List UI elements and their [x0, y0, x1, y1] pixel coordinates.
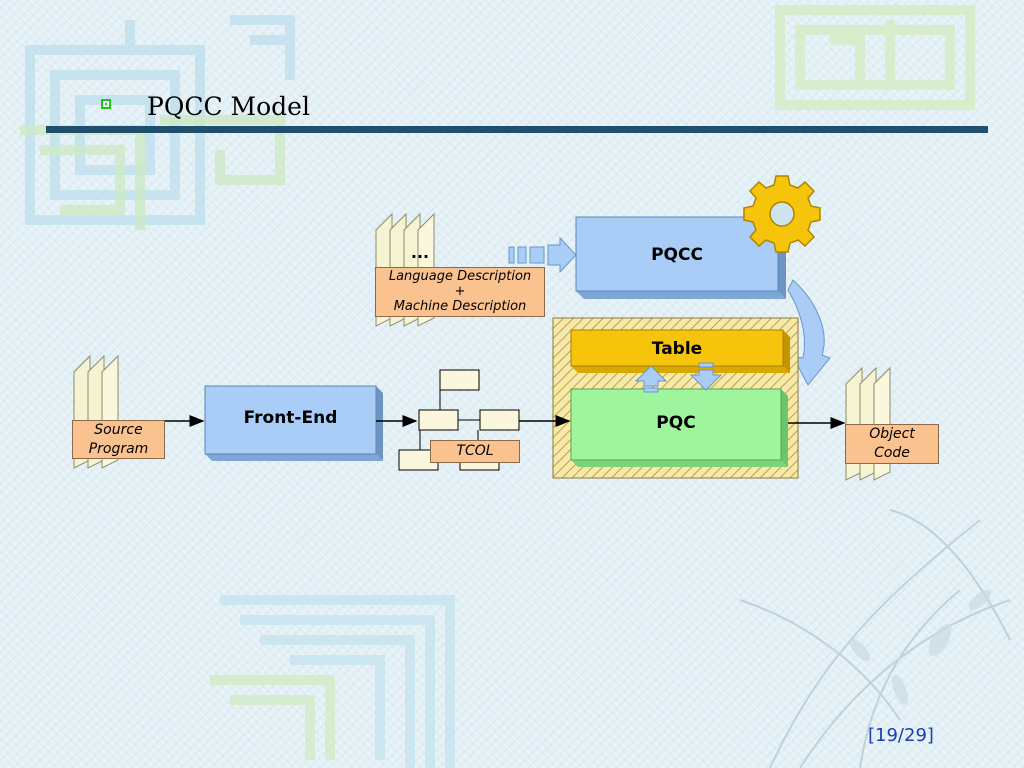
language-machine-description-label: Language Description + Machine Descripti… — [375, 267, 545, 317]
source-program-label: Source Program — [72, 420, 165, 459]
gear-icon — [743, 175, 821, 253]
machine-description-text: Machine Description — [393, 299, 527, 314]
table-pqc-exchange-arrows — [634, 362, 723, 393]
language-description-text: Language Description — [388, 269, 532, 284]
front-end-box — [204, 385, 383, 461]
title-rule — [46, 126, 988, 133]
source-program-line2: Program — [88, 441, 149, 457]
tcol-label: TCOL — [430, 440, 520, 463]
slide-title: PQCC Model — [147, 92, 310, 121]
source-program-line1: Source — [94, 422, 143, 438]
title-bullet-icon — [101, 99, 111, 109]
object-code-line1: Object — [869, 426, 915, 442]
page-number: [19/29] — [868, 725, 934, 746]
table-label: Table — [651, 339, 703, 359]
object-code-label: Object Code — [845, 424, 939, 464]
object-code-line2: Code — [874, 445, 910, 461]
plus-text: + — [454, 284, 466, 299]
table-box — [570, 329, 790, 373]
pqc-box — [570, 388, 788, 467]
front-end-label: Front-End — [243, 408, 338, 428]
descriptions-to-pqcc-arrow — [508, 236, 577, 274]
language-dots: ... — [410, 243, 430, 262]
pqc-label: PQC — [656, 413, 696, 433]
pqcc-label: PQCC — [651, 245, 703, 265]
pqcc-box — [575, 216, 786, 299]
